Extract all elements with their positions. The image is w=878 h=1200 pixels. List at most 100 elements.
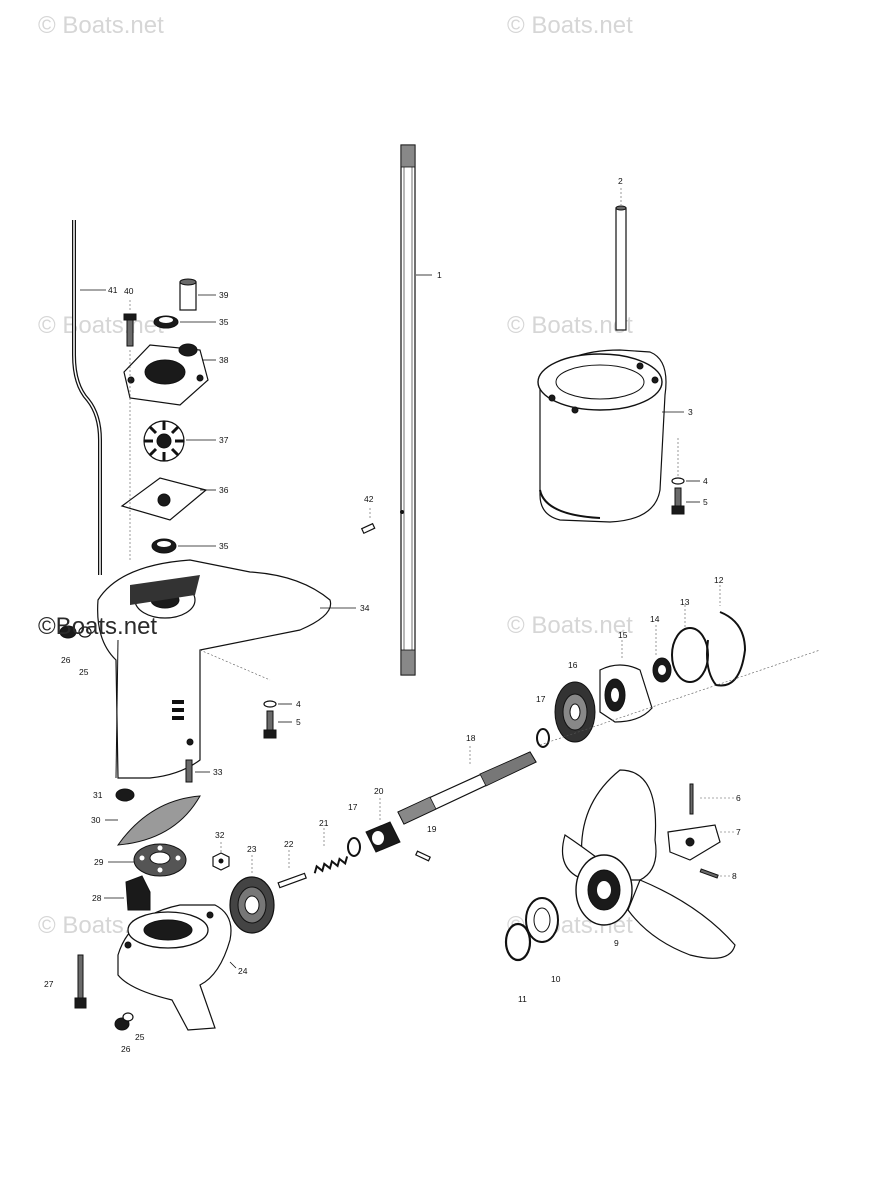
- callout-31: 31: [93, 790, 103, 800]
- watermark: © Boats.net: [38, 312, 164, 339]
- callout-labels: 1 2 3 4 5 4 5 6 7 8 9 10 11 12 13 14 15 …: [44, 176, 741, 1054]
- part-water-pump-housing: [123, 343, 209, 406]
- part-screw: [671, 487, 685, 515]
- part-tube-fitting: [179, 278, 197, 311]
- callout-3: 3: [688, 407, 693, 417]
- callout-14: 14: [650, 614, 660, 624]
- callout-2: 2: [618, 176, 623, 186]
- watermark: © Boats.net: [507, 612, 633, 639]
- part-water-tube: [615, 205, 627, 331]
- callout-27: 27: [44, 979, 54, 989]
- part-seal: [151, 538, 177, 554]
- part-gear-housing-upper: [97, 559, 332, 779]
- callout-4: 4: [296, 699, 301, 709]
- part-sealing-washer: [122, 1012, 134, 1022]
- part-cross-pin: [415, 850, 431, 862]
- part-stud: [74, 954, 87, 1009]
- part-bearing: [133, 843, 187, 877]
- callout-22: 22: [284, 839, 294, 849]
- callout-11: 11: [518, 994, 527, 1004]
- part-drain-plug: [59, 625, 77, 639]
- part-drive-shaft: [400, 144, 416, 676]
- callout-34: 34: [360, 603, 370, 613]
- part-sealing-washer: [78, 626, 92, 638]
- callout-20: 20: [374, 786, 384, 796]
- callout-9: 9: [614, 938, 619, 948]
- callout-5: 5: [703, 497, 708, 507]
- callout-15: 15: [618, 630, 628, 640]
- callout-41: 41: [108, 285, 118, 295]
- callout-19: 19: [427, 824, 437, 834]
- callout-30: 30: [91, 815, 101, 825]
- callout-37: 37: [219, 435, 229, 445]
- callout-23: 23: [247, 844, 257, 854]
- part-propeller-shaft: [397, 751, 537, 825]
- callout-35: 35: [219, 541, 229, 551]
- part-bearing-carrier: [599, 664, 653, 723]
- callout-8: 8: [732, 871, 737, 881]
- part-thrust-washer: [525, 897, 559, 943]
- part-screw: [263, 710, 277, 739]
- callout-17: 17: [536, 694, 546, 704]
- part-pump-plate: [120, 477, 208, 521]
- callout-35: 35: [219, 317, 229, 327]
- part-washer: [671, 477, 685, 485]
- part-screw: [123, 313, 137, 347]
- callout-24: 24: [238, 966, 248, 976]
- callout-33: 33: [213, 767, 223, 777]
- callout-21: 21: [319, 818, 329, 828]
- part-shift-cam: [125, 875, 151, 911]
- part-propeller-nut: [667, 824, 721, 861]
- callout-5: 5: [296, 717, 301, 727]
- callout-28: 28: [92, 893, 102, 903]
- callout-32: 32: [215, 830, 225, 840]
- part-gear-housing-lower: [117, 904, 232, 1031]
- callout-7: 7: [736, 827, 741, 837]
- watermark: © Boats.net: [507, 12, 633, 39]
- callout-29: 29: [94, 857, 104, 867]
- part-cotter-pin: [689, 783, 694, 815]
- watermark: © Boats.net: [507, 312, 633, 339]
- part-forward-gear: [229, 876, 275, 934]
- callout-39: 39: [219, 290, 229, 300]
- part-nut: [212, 852, 230, 871]
- callout-10: 10: [551, 974, 561, 984]
- watermark: ©Boats.net: [38, 613, 158, 640]
- part-exhaust-housing: [537, 349, 667, 523]
- part-stud: [185, 759, 193, 783]
- part-retaining-ring: [706, 611, 747, 687]
- callout-26: 26: [121, 1044, 131, 1054]
- part-thrust-washer: [347, 837, 361, 857]
- part-o-ring: [671, 627, 709, 683]
- part-washer: [504, 922, 532, 962]
- part-cam-follower: [277, 872, 307, 889]
- part-thrust-washer: [536, 728, 550, 748]
- part-split-pin: [699, 868, 719, 879]
- callout-18: 18: [466, 733, 476, 743]
- callout-36: 36: [219, 485, 229, 495]
- callout-25: 25: [79, 667, 89, 677]
- callout-4: 4: [703, 476, 708, 486]
- callout-1: 1: [437, 270, 442, 280]
- callout-40: 40: [124, 286, 134, 296]
- part-washer: [263, 700, 277, 708]
- callout-25: 25: [135, 1032, 145, 1042]
- callout-16: 16: [568, 660, 578, 670]
- part-gasket: [116, 795, 201, 846]
- part-seal: [652, 657, 672, 683]
- part-pin: [360, 522, 376, 535]
- part-reverse-gear: [554, 681, 596, 743]
- part-impeller: [143, 420, 185, 462]
- part-clutch-dog: [365, 821, 401, 853]
- watermark: © Boats.net: [38, 12, 164, 39]
- callout-38: 38: [219, 355, 229, 365]
- callout-17: 17: [348, 802, 358, 812]
- part-spring: [313, 856, 349, 874]
- callout-42: 42: [364, 494, 374, 504]
- part-seal: [153, 315, 179, 329]
- part-shift-rod: [72, 220, 102, 575]
- callout-13: 13: [680, 597, 690, 607]
- part-seal: [115, 788, 135, 802]
- callout-6: 6: [736, 793, 741, 803]
